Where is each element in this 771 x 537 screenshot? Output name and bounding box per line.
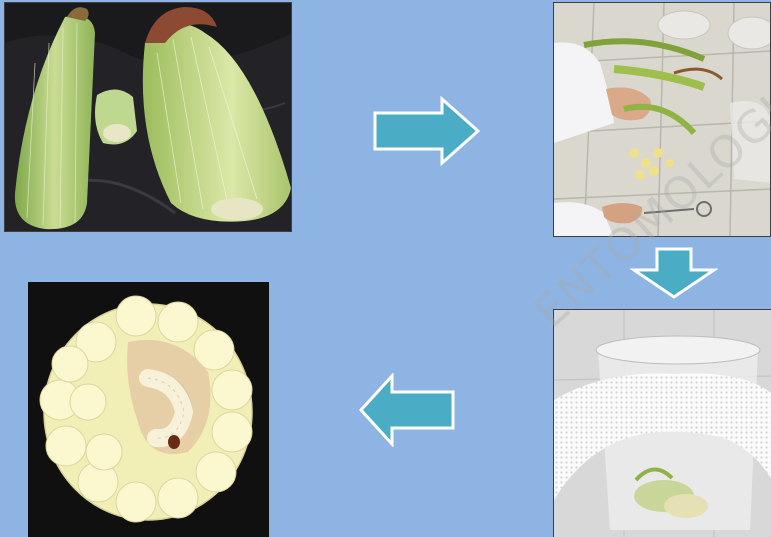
photo-larva-in-corn — [28, 282, 269, 537]
arrow-right-icon — [372, 96, 482, 166]
arrow-right-shape — [375, 99, 478, 163]
container-illustration — [554, 310, 771, 537]
arrow-down-shape — [634, 249, 714, 297]
arrow-left-shape — [361, 376, 453, 444]
arrow-left-icon — [358, 373, 456, 447]
photo-rearing-container — [553, 309, 771, 537]
corn-ears-illustration — [5, 3, 292, 232]
photo-dissection — [553, 2, 771, 237]
arrow-down-icon — [630, 246, 718, 300]
larva-illustration — [28, 282, 269, 537]
photo-corn-ears — [4, 2, 292, 232]
dissection-illustration — [554, 3, 771, 237]
